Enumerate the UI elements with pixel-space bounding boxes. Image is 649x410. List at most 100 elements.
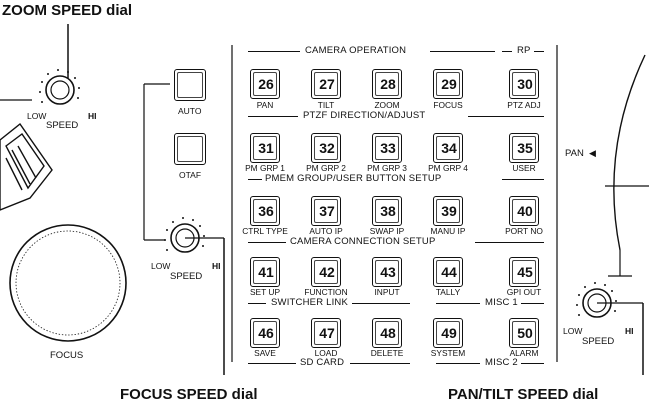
button-number: 50 — [517, 325, 533, 341]
button-number: 49 — [441, 325, 457, 341]
button-38-label: SWAP IP — [369, 226, 405, 236]
pan-tilt-speed-dial[interactable] — [576, 282, 617, 318]
divider — [468, 116, 544, 118]
divider — [248, 179, 262, 181]
button-number: 26 — [258, 76, 274, 92]
button-36-label: CTRL TYPE — [242, 226, 288, 236]
button-number: 27 — [319, 76, 335, 92]
section-misc2: MISC 2 — [485, 357, 518, 368]
button-44[interactable]: 44 — [433, 257, 463, 287]
button-35[interactable]: 35 — [509, 133, 539, 163]
button-27[interactable]: 27 — [311, 69, 341, 99]
focus-wheel[interactable] — [9, 224, 127, 342]
button-40[interactable]: 40 — [509, 196, 539, 226]
divider — [436, 363, 480, 365]
button-38[interactable]: 38 — [372, 196, 402, 226]
button-43[interactable]: 43 — [372, 257, 402, 287]
focus-speed-dial-callout: FOCUS SPEED dial — [120, 386, 258, 403]
focus-dial-low-label: LOW — [151, 261, 171, 271]
focus-speed-dial[interactable] — [164, 217, 205, 253]
button-39-label: MANU IP — [430, 226, 466, 236]
focus-wheel-label: FOCUS — [50, 350, 84, 361]
button-49-label: SYSTEM — [430, 348, 466, 358]
button-32[interactable]: 32 — [311, 133, 341, 163]
button-43-label: INPUT — [374, 287, 400, 297]
divider — [534, 51, 544, 53]
button-number: 42 — [319, 264, 335, 280]
button-33[interactable]: 33 — [372, 133, 402, 163]
control-lever — [0, 122, 53, 211]
button-number: 37 — [319, 203, 335, 219]
otaf-button[interactable] — [174, 133, 206, 165]
divider — [248, 51, 300, 53]
divider — [521, 303, 544, 305]
button-31-label: PM GRP 1 — [245, 163, 285, 173]
button-45[interactable]: 45 — [509, 257, 539, 287]
button-48[interactable]: 48 — [372, 318, 402, 348]
button-26[interactable]: 26 — [250, 69, 280, 99]
button-number: 35 — [517, 140, 533, 156]
divider — [248, 242, 286, 244]
divider — [248, 363, 296, 365]
button-47-label: LOAD — [314, 348, 338, 358]
button-41[interactable]: 41 — [250, 257, 280, 287]
button-number: 44 — [441, 264, 457, 280]
button-30[interactable]: 30 — [509, 69, 539, 99]
divider — [248, 116, 298, 118]
button-number: 34 — [441, 140, 457, 156]
button-48-label: DELETE — [370, 348, 404, 358]
button-28[interactable]: 28 — [372, 69, 402, 99]
section-misc1: MISC 1 — [485, 297, 518, 308]
button-30-label: PTZ ADJ — [507, 100, 541, 110]
button-number: 32 — [319, 140, 335, 156]
section-camera-connection: CAMERA CONNECTION SETUP — [290, 236, 436, 247]
button-number: 45 — [517, 264, 533, 280]
zoom-dial-speed-label: SPEED — [46, 120, 79, 131]
section-ptzf: PTZF DIRECTION/ADJUST — [303, 110, 426, 121]
pan-label: PAN — [565, 148, 584, 159]
button-37[interactable]: 37 — [311, 196, 341, 226]
divider — [502, 179, 544, 181]
section-camera-operation: CAMERA OPERATION — [305, 45, 407, 56]
button-46-label: SAVE — [254, 348, 276, 358]
button-number: 29 — [441, 76, 457, 92]
section-switcher-link: SWITCHER LINK — [271, 297, 349, 308]
button-number: 43 — [380, 264, 396, 280]
button-34[interactable]: 34 — [433, 133, 463, 163]
zoom-speed-dial[interactable] — [39, 69, 80, 105]
button-46[interactable]: 46 — [250, 318, 280, 348]
button-34-label: PM GRP 4 — [428, 163, 468, 173]
pantilt-dial-low-label: LOW — [563, 326, 583, 336]
button-45-label: GPI OUT — [506, 287, 542, 297]
button-number: 28 — [380, 76, 396, 92]
section-pmem: PMEM GROUP/USER BUTTON SETUP — [265, 173, 442, 184]
divider — [352, 303, 410, 305]
button-36[interactable]: 36 — [250, 196, 280, 226]
pan-tilt-speed-dial-callout: PAN/TILT SPEED dial — [448, 386, 599, 403]
auto-button[interactable] — [174, 69, 206, 101]
button-number: 48 — [380, 325, 396, 341]
button-number: 40 — [517, 203, 533, 219]
pantilt-dial-speed-label: SPEED — [582, 336, 615, 347]
button-42[interactable]: 42 — [311, 257, 341, 287]
button-number: 31 — [258, 140, 274, 156]
button-50[interactable]: 50 — [509, 318, 539, 348]
button-number: 47 — [319, 325, 335, 341]
button-44-label: TALLY — [435, 287, 461, 297]
divider — [350, 363, 410, 365]
button-37-label: AUTO IP — [309, 226, 343, 236]
divider — [430, 51, 495, 53]
button-42-label: FUNCTION — [304, 287, 348, 297]
button-31[interactable]: 31 — [250, 133, 280, 163]
focus-dial-speed-label: SPEED — [170, 271, 203, 282]
button-28-label: ZOOM — [374, 100, 400, 110]
button-29[interactable]: 29 — [433, 69, 463, 99]
button-number: 39 — [441, 203, 457, 219]
section-rp: RP — [517, 45, 531, 56]
zoom-dial-hi-label: HI — [88, 111, 97, 121]
button-49[interactable]: 49 — [433, 318, 463, 348]
button-27-label: TILT — [317, 100, 335, 110]
button-47[interactable]: 47 — [311, 318, 341, 348]
button-39[interactable]: 39 — [433, 196, 463, 226]
